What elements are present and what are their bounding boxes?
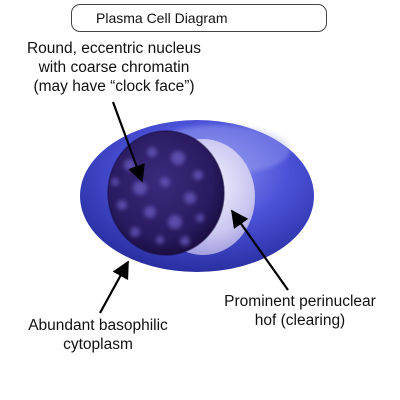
label-cytoplasm-line-2: cytoplasm [63,336,133,353]
title-box [71,4,327,32]
hof-arrow [230,209,289,291]
label-hof: Prominent perinuclear hof (clearing) [204,292,396,330]
label-nucleus-line-3: (may have “clock face”) [33,78,195,95]
label-cytoplasm: Abundant basophilic cytoplasm [14,316,182,354]
nucleus-arrow [111,101,145,183]
nucleus [108,131,224,255]
label-hof-line-1: Prominent perinuclear [224,293,376,310]
label-hof-line-2: hof (clearing) [254,312,346,329]
label-cytoplasm-line-1: Abundant basophilic [28,317,168,334]
nucleus-rim [107,130,225,256]
chromatin-clumps [111,147,204,246]
label-nucleus-line-1: Round, eccentric nucleus [26,40,202,57]
label-nucleus: Round, eccentric nucleus with coarse chr… [6,39,222,96]
cytoplasm-arrow [99,260,129,314]
diagram-title: Plasma Cell Diagram [96,10,228,26]
label-nucleus-line-2: with coarse chromatin [38,59,190,76]
